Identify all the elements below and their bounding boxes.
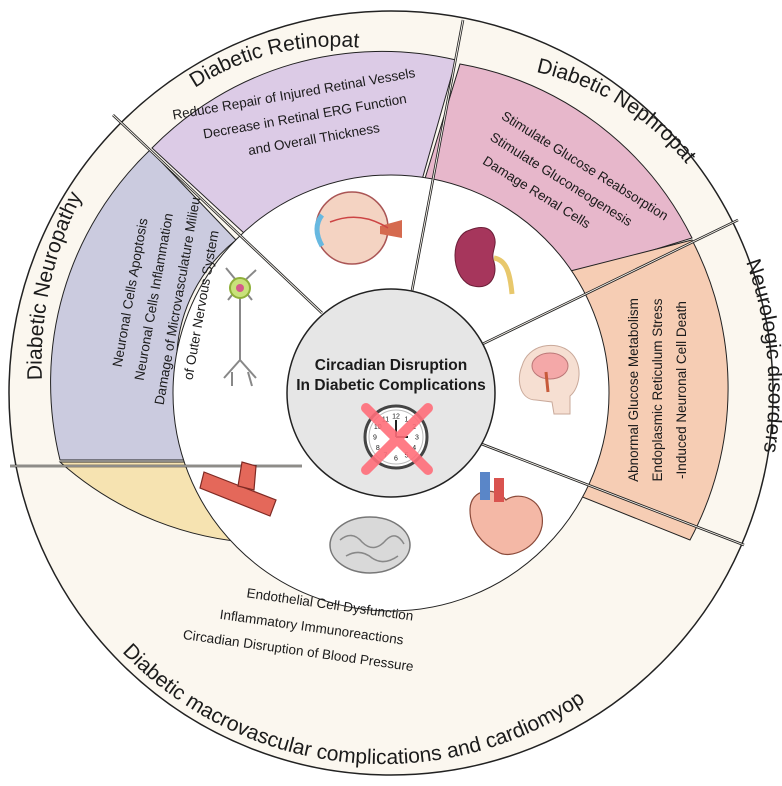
clock-number: 12	[392, 414, 400, 421]
blood-vessel-icon	[199, 461, 277, 517]
clock-number: 9	[373, 435, 377, 442]
kidney-icon	[454, 227, 515, 295]
head-brain-icon	[518, 344, 580, 415]
center-title-line2: In Diabetic Complications	[296, 377, 485, 394]
center-title-line1: Circadian Disruption	[315, 357, 467, 374]
eye-icon	[314, 191, 402, 265]
neurologic-line-3: -Induced Neuronal Cell Death	[674, 301, 689, 479]
neuron-icon	[223, 267, 257, 387]
clock-number: 3	[415, 435, 419, 442]
clock-number: 1	[405, 416, 409, 423]
heart-icon	[469, 472, 543, 556]
clock-number: 11	[382, 416, 389, 423]
clock-number: 8	[376, 445, 380, 452]
neurologic-line-1: Abnormal Glucose Metabolism	[626, 298, 641, 482]
neurologic-line-2: Endoplasmic Reticulum Stress	[650, 298, 665, 481]
clock-number: 5	[405, 453, 409, 460]
clock-number: 4	[412, 445, 416, 452]
brain-icon	[329, 516, 411, 574]
cross-icon	[361, 403, 433, 475]
clock-number: 6	[394, 456, 398, 463]
neurologic-lines: Abnormal Glucose Metabolism Endoplasmic …	[626, 298, 689, 482]
center-disc	[286, 288, 496, 498]
clock-number: 10	[374, 424, 382, 431]
